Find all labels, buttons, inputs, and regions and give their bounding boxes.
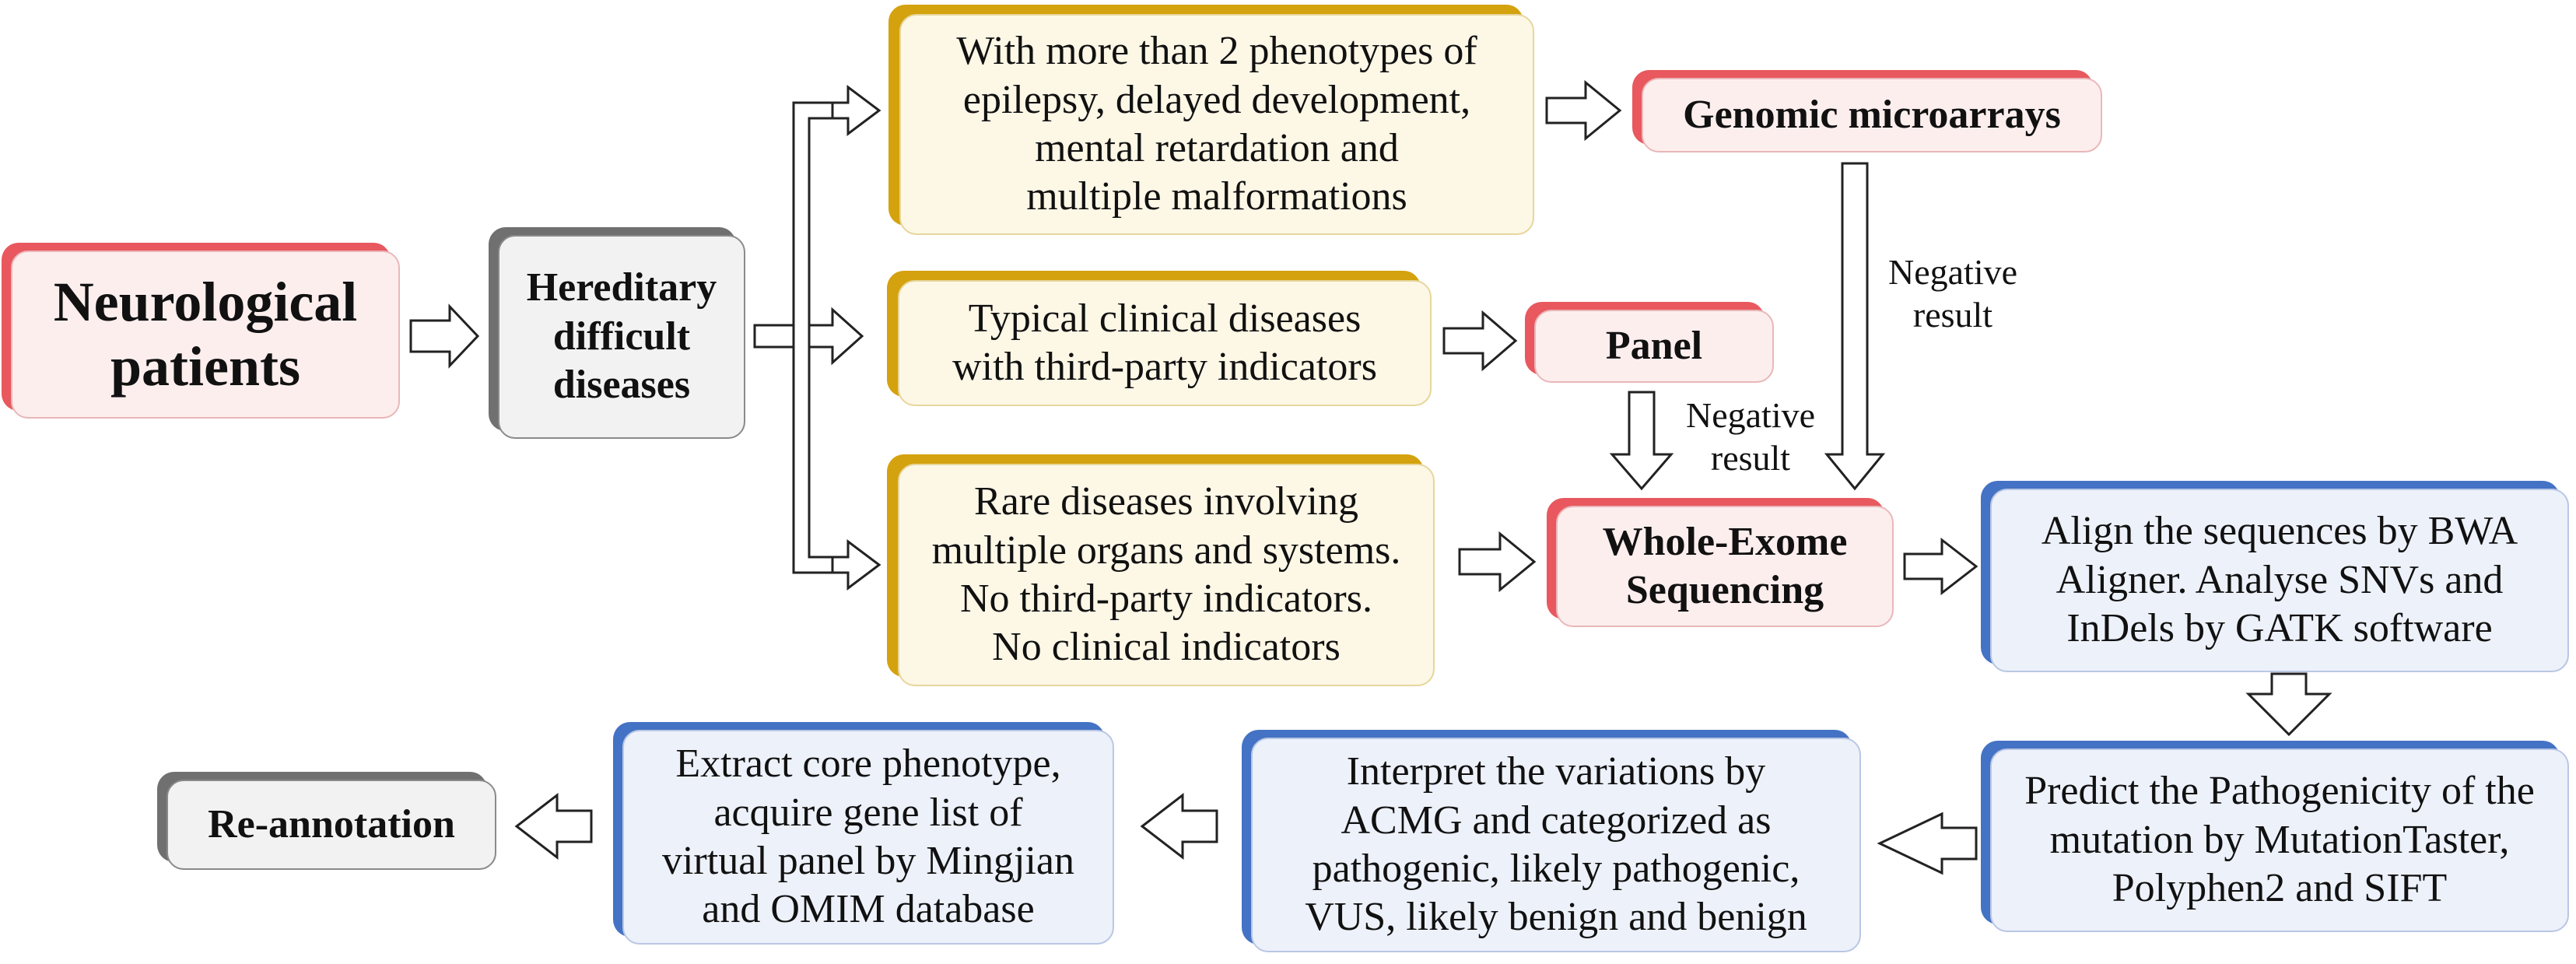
node-neurological-patients: Neurological patients: [11, 251, 400, 419]
arrow-wes-to-align: [1903, 537, 1978, 596]
node-extract-core-phenotype-label: Extract core phenotype, acquire gene lis…: [661, 741, 1074, 932]
node-whole-exome-sequencing: Whole-Exome Sequencing: [1556, 506, 1894, 627]
node-predict-pathogenicity: Predict the Pathogenicity of the mutatio…: [1990, 748, 2569, 932]
node-predict-pathogenicity-label: Predict the Pathogenicity of the mutatio…: [2024, 769, 2535, 911]
node-phenotypes-condition: With more than 2 phenotypes of epilepsy,…: [899, 14, 1534, 235]
node-extract-core-phenotype: Extract core phenotype, acquire gene lis…: [622, 730, 1114, 945]
node-hereditary-difficult-diseases: Hereditary difficult diseases: [498, 235, 745, 439]
arrow-branch-to-rare: [831, 539, 881, 591]
arrow-phenotypes-to-microarrays: [1545, 79, 1622, 142]
node-panel: Panel: [1534, 310, 1774, 383]
arrow-typical-to-panel: [1442, 310, 1518, 372]
arrow-extract-to-reannotation: [514, 792, 593, 861]
arrow-panel-to-wes: [1609, 391, 1674, 491]
node-rare-diseases-label: Rare diseases involving multiple organs …: [931, 479, 1401, 670]
node-align-sequences-label: Align the sequences by BWA Aligner. Anal…: [2041, 509, 2518, 651]
node-hereditary-label: Hereditary difficult diseases: [526, 265, 717, 408]
arrow-patients-to-hereditary: [409, 303, 480, 369]
node-re-annotation: Re-annotation: [166, 780, 496, 870]
node-interpret-variations: Interpret the variations by ACMG and cat…: [1251, 738, 1861, 952]
node-typical-clinical-condition: Typical clinical diseases with third-par…: [898, 280, 1432, 406]
edge-label-microarray-negative: Negative result: [1887, 252, 2018, 335]
arrow-align-to-predict: [2245, 672, 2332, 737]
node-genomic-microarrays-label: Genomic microarrays: [1683, 92, 2061, 137]
arrow-interpret-to-extract: [1140, 792, 1218, 861]
node-phenotypes-label: With more than 2 phenotypes of epilepsy,…: [956, 29, 1477, 219]
node-genomic-microarrays: Genomic microarrays: [1642, 78, 2102, 152]
node-re-annotation-label: Re-annotation: [208, 801, 455, 847]
arrow-rare-to-wes: [1458, 531, 1537, 593]
arrow-branch-to-phenotypes: [831, 85, 881, 136]
arrow-predict-to-interpret: [1877, 812, 1978, 875]
node-wes-label: Whole-Exome Sequencing: [1602, 519, 1848, 612]
node-neurological-patients-label: Neurological patients: [53, 271, 358, 398]
node-align-sequences: Align the sequences by BWA Aligner. Anal…: [1990, 489, 2569, 672]
arrow-microarrays-to-wes: [1824, 162, 1886, 491]
node-typical-clinical-label: Typical clinical diseases with third-par…: [952, 296, 1377, 389]
node-panel-label: Panel: [1605, 323, 1703, 368]
node-interpret-variations-label: Interpret the variations by ACMG and cat…: [1305, 749, 1807, 940]
edge-label-panel-negative: Negative result: [1685, 395, 1816, 478]
node-rare-diseases-condition: Rare diseases involving multiple organs …: [898, 464, 1435, 686]
